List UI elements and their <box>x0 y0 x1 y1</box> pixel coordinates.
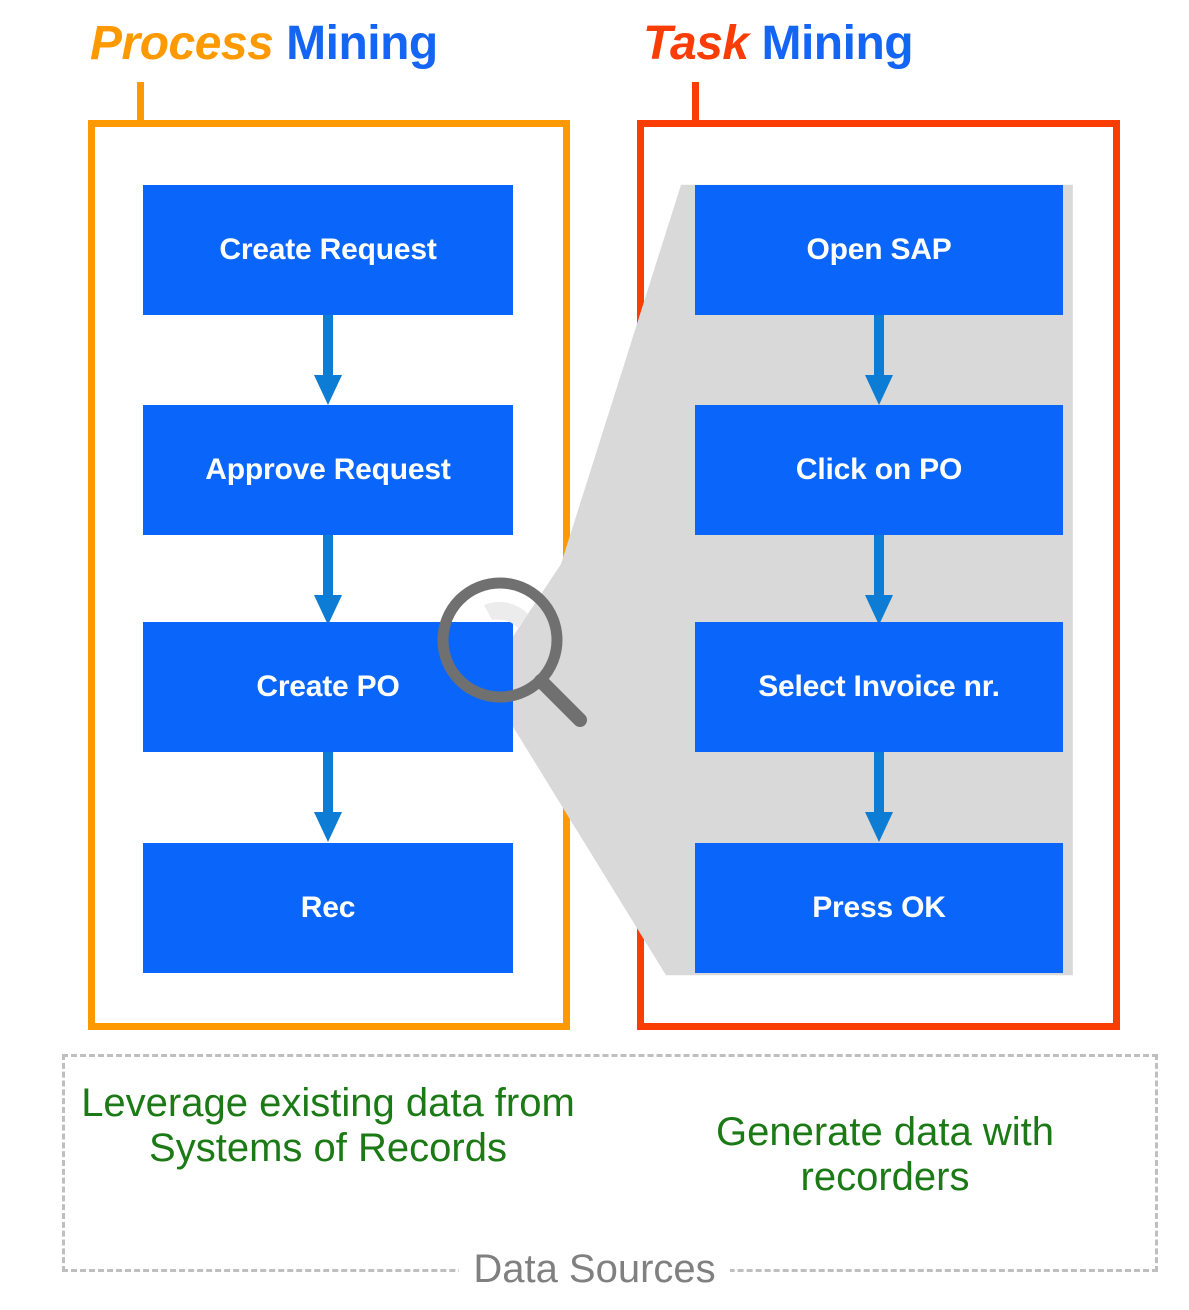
arrow-head-icon <box>865 812 893 842</box>
task-arrow-1 <box>864 315 894 405</box>
task-mining-title-accent: Task <box>643 17 749 70</box>
task-mining-title: Task Mining <box>643 17 914 70</box>
task-arrow-2 <box>864 535 894 625</box>
arrow-head-icon <box>865 375 893 405</box>
data-sources-label-wrap: Data Sources <box>0 1247 1189 1291</box>
arrow-shaft <box>323 315 333 377</box>
data-sources-label: Data Sources <box>459 1247 730 1291</box>
arrow-shaft <box>323 752 333 814</box>
process-arrow-2 <box>313 535 343 625</box>
process-mining-title-accent: Process <box>90 17 274 70</box>
process-mining-title-rest: Mining <box>273 17 438 70</box>
process-step-4[interactable]: Rec <box>143 843 513 973</box>
task-step-1[interactable]: Open SAP <box>695 185 1063 315</box>
arrow-head-icon <box>865 595 893 625</box>
task-step-3[interactable]: Select Invoice nr. <box>695 622 1063 752</box>
arrow-head-icon <box>314 595 342 625</box>
process-arrow-3 <box>313 752 343 842</box>
arrow-shaft <box>323 535 333 597</box>
process-mining-title: Process Mining <box>90 20 438 68</box>
arrow-shaft <box>874 315 884 377</box>
task-arrow-3 <box>864 752 894 842</box>
data-sources-right-text: Generate data with recorders <box>716 1110 1054 1199</box>
arrow-shaft <box>874 752 884 814</box>
task-step-2[interactable]: Click on PO <box>695 405 1063 535</box>
process-step-1[interactable]: Create Request <box>143 185 513 315</box>
arrow-head-icon <box>314 375 342 405</box>
process-arrow-1 <box>313 315 343 405</box>
arrow-head-icon <box>314 812 342 842</box>
task-mining-title-rest: Mining <box>748 17 914 70</box>
task-step-4[interactable]: Press OK <box>695 843 1063 973</box>
process-title-connector-tick <box>137 82 144 124</box>
process-step-3[interactable]: Create PO <box>143 622 513 752</box>
arrow-shaft <box>874 535 884 597</box>
process-step-2[interactable]: Approve Request <box>143 405 513 535</box>
data-sources-left-text: Leverage existing data from Systems of R… <box>81 1081 575 1170</box>
task-title-connector-tick <box>692 82 699 124</box>
magnifying-glass-icon <box>437 577 587 727</box>
